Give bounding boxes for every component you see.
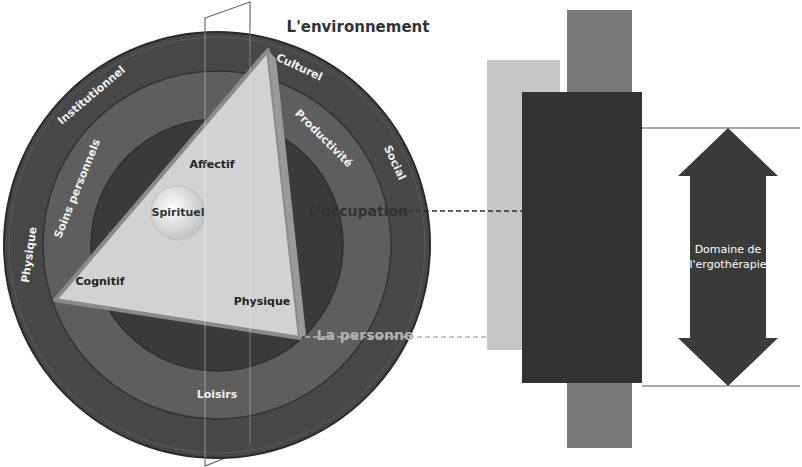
domain-label: Domaine de l'ergothérapie <box>687 242 769 273</box>
dimension-label: Cognitif <box>76 276 125 289</box>
leader-line <box>305 336 487 338</box>
dimension-label: L'occupation <box>308 203 408 219</box>
outer-disc <box>4 32 430 458</box>
dimension-label: Loisirs <box>197 389 238 402</box>
domain-bracket-line <box>642 127 800 128</box>
dimension-label: La personne <box>316 327 413 343</box>
triangle-face <box>55 50 300 338</box>
domain-double-arrow-outline <box>678 128 778 386</box>
domain-bracket-line <box>642 385 800 386</box>
occupation-ring: Soins personnelsProductivitéLoisirsAffec… <box>42 70 392 420</box>
dimension-label: Physique <box>234 296 291 309</box>
domain-double-arrow: Domaine de l'ergothérapie <box>678 128 778 386</box>
dimension-label: L'environnement <box>287 19 430 36</box>
leader-line <box>392 210 522 212</box>
rim <box>9 37 425 453</box>
environment-circle: InstitutionnelCulturelSocialPhysiqueSoin… <box>3 31 431 459</box>
spirit-disc <box>151 186 205 240</box>
double-arrow-shape <box>678 128 778 386</box>
dimension-label: Affectif <box>189 159 234 172</box>
occupation-rect: L'occupation <box>522 92 642 383</box>
dimension-label: Spirituel <box>151 207 204 220</box>
spiritual-circle: Spirituel <box>150 185 206 241</box>
